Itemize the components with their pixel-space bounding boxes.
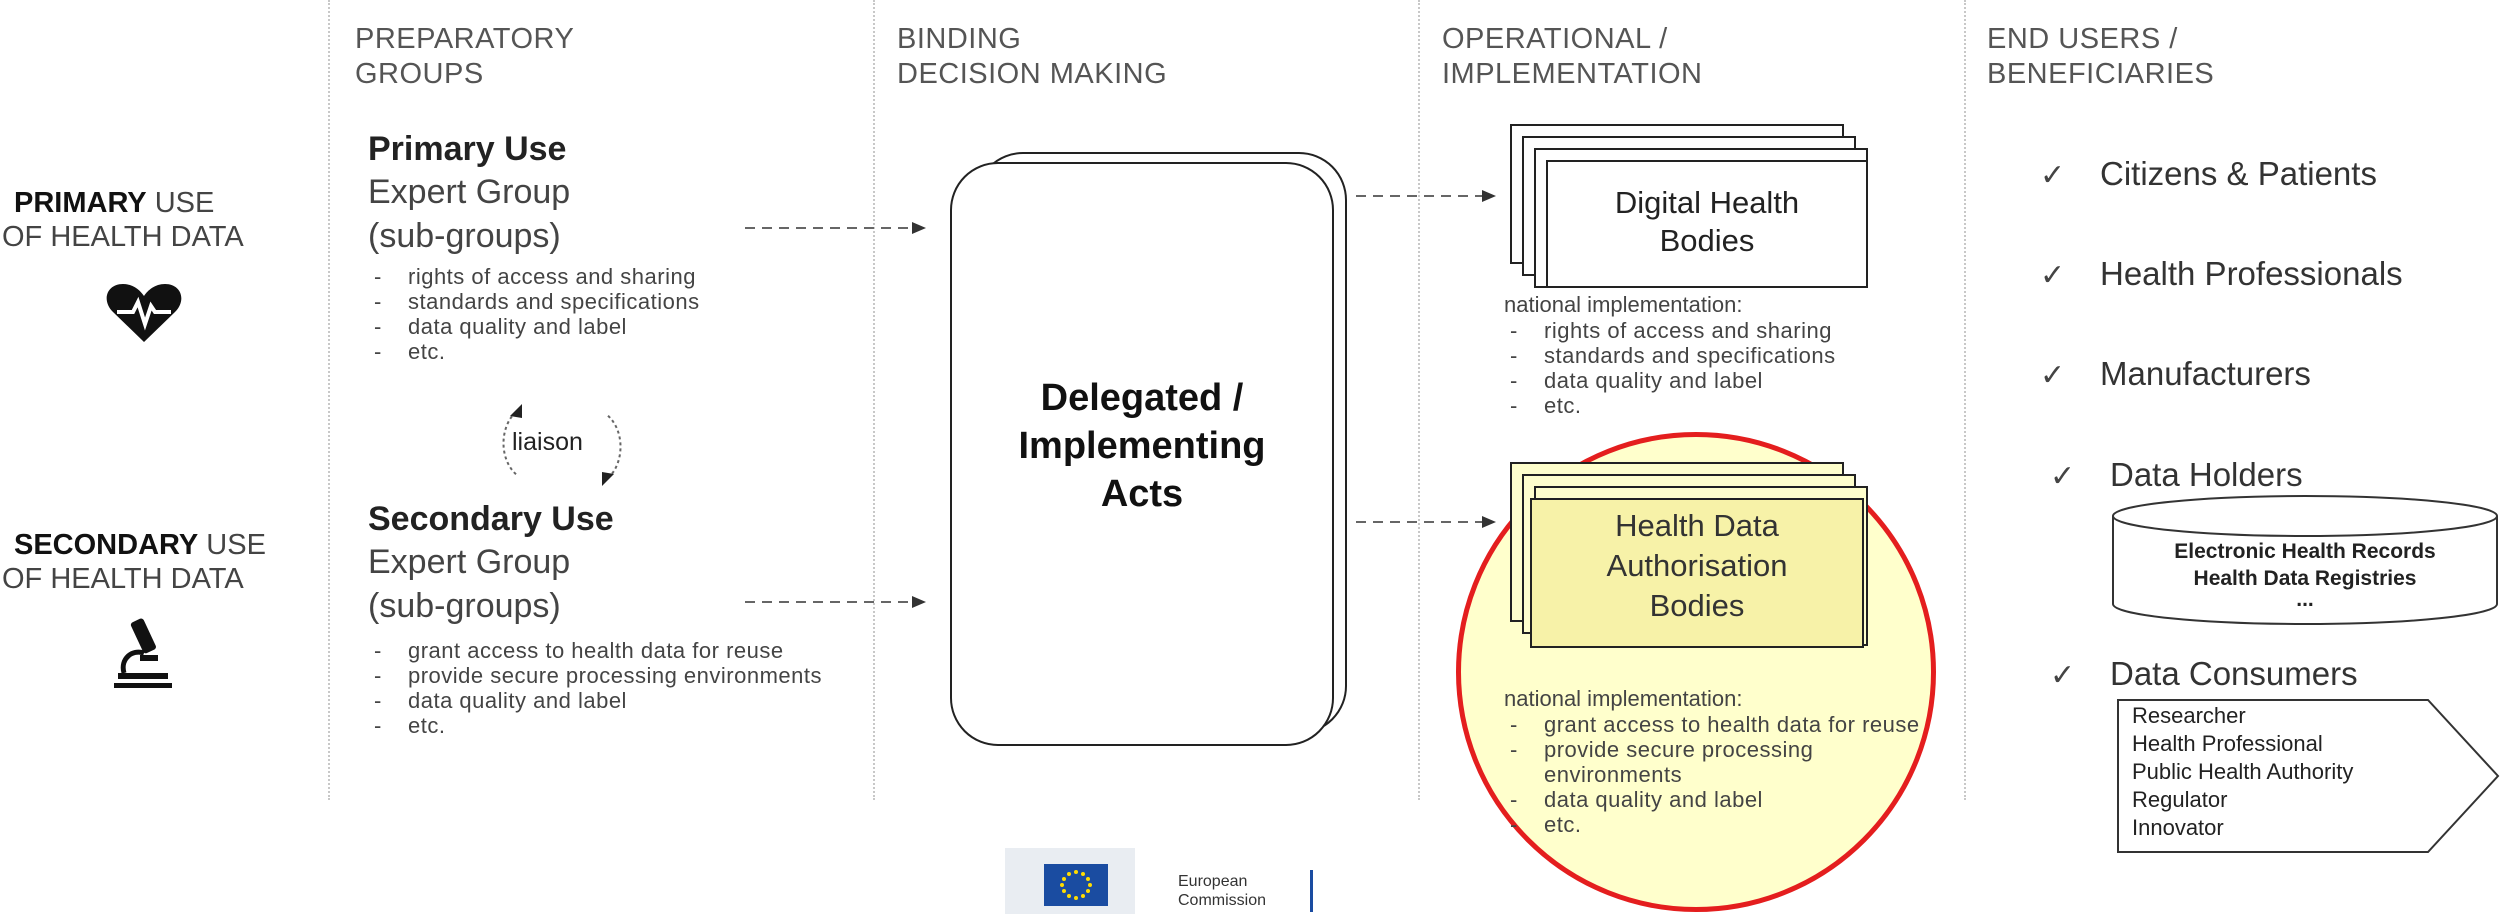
check-icon: ✓ bbox=[2050, 460, 2076, 493]
primary-group-subtitle: Expert Group bbox=[368, 173, 571, 211]
list-item: Innovator bbox=[2132, 815, 2224, 840]
column-divider bbox=[328, 0, 330, 800]
primary-use-group: Primary Use Expert Group (sub-groups) ri… bbox=[368, 128, 848, 364]
list-item: rights of access and sharing bbox=[368, 264, 848, 289]
list-item: rights of access and sharing bbox=[1504, 318, 1944, 343]
column-header-end-users: END USERS /BENEFICIARIES bbox=[1987, 23, 2215, 90]
list-item: data quality and label bbox=[368, 314, 848, 339]
beneficiary-citizens: ✓Citizens & Patients bbox=[2040, 155, 2377, 192]
secondary-use-group: Secondary Use Expert Group (sub-groups) … bbox=[368, 498, 848, 738]
check-icon: ✓ bbox=[2040, 359, 2066, 392]
data-holders-cylinder bbox=[2112, 495, 2498, 625]
list-item: provide secure processing environments bbox=[1504, 737, 1920, 787]
beneficiary-health-professionals: ✓Health Professionals bbox=[2040, 255, 2403, 292]
list-item: Regulator bbox=[2132, 787, 2228, 812]
beneficiary-manufacturers: ✓Manufacturers bbox=[2040, 355, 2311, 392]
check-icon: ✓ bbox=[2050, 659, 2076, 692]
list-item: etc. bbox=[1504, 393, 1944, 418]
secondary-group-list: grant access to health data for reuse pr… bbox=[368, 638, 838, 738]
list-item: Public Health Authority bbox=[2132, 759, 2354, 784]
list-item: standards and specifications bbox=[1504, 343, 1944, 368]
list-item: Health Professional bbox=[2132, 731, 2323, 756]
column-divider bbox=[873, 0, 875, 800]
column-divider bbox=[1964, 0, 1966, 800]
eu-flag-icon bbox=[1044, 864, 1108, 906]
heartbeat-icon bbox=[106, 284, 182, 342]
primary-use-label: PRIMARY USE OF HEALTH DATA bbox=[2, 187, 244, 253]
column-header-operational: OPERATIONAL /IMPLEMENTATION bbox=[1442, 23, 1703, 90]
beneficiary-data-consumers: ✓Data Consumers bbox=[2050, 655, 2358, 692]
secondary-group-subgroups: (sub-groups) bbox=[368, 587, 561, 625]
secondary-group-subtitle: Expert Group bbox=[368, 543, 571, 581]
liaison-label: liaison bbox=[512, 428, 583, 456]
primary-group-list: rights of access and sharing standards a… bbox=[368, 264, 848, 364]
list-item: data quality and label bbox=[368, 688, 838, 713]
check-icon: ✓ bbox=[2040, 159, 2066, 192]
list-item: standards and specifications bbox=[368, 289, 848, 314]
liaison-cycle-arrows bbox=[502, 404, 622, 486]
health-data-authorisation-bodies-card: Health Data Authorisation Bodies bbox=[1530, 498, 1864, 648]
check-icon: ✓ bbox=[2040, 259, 2066, 292]
column-divider bbox=[1418, 0, 1420, 800]
digital-bodies-implementation: national implementation: rights of acces… bbox=[1504, 292, 1944, 418]
european-commission-logo-text: European Commission bbox=[1178, 873, 1267, 909]
list-item: data quality and label bbox=[1504, 787, 1920, 812]
list-item: data quality and label bbox=[1504, 368, 1944, 393]
list-item: grant access to health data for reuse bbox=[368, 638, 838, 663]
list-item: Researcher bbox=[2132, 703, 2246, 728]
primary-group-title: Primary Use bbox=[368, 130, 567, 168]
digital-health-bodies-card: Digital Health Bodies bbox=[1546, 160, 1868, 288]
secondary-use-label: SECONDARY USE OF HEALTH DATA bbox=[2, 529, 266, 595]
hda-bodies-implementation: national implementation: grant access to… bbox=[1504, 686, 1924, 837]
secondary-group-title: Secondary Use bbox=[368, 500, 614, 538]
logo-divider bbox=[1310, 870, 1313, 912]
list-item: grant access to health data for reuse bbox=[1504, 712, 1920, 737]
list-item: provide secure processing environments bbox=[368, 663, 838, 688]
data-consumers-list: Researcher Health Professional Public He… bbox=[2132, 702, 2353, 842]
list-item: etc. bbox=[1504, 812, 1920, 837]
microscope-icon bbox=[114, 618, 172, 688]
data-consumers-chevron bbox=[2117, 699, 2500, 853]
list-item: etc. bbox=[368, 339, 848, 364]
primary-group-subgroups: (sub-groups) bbox=[368, 217, 561, 255]
delegated-implementing-acts-box: Delegated / Implementing Acts bbox=[950, 162, 1334, 746]
list-item: etc. bbox=[368, 713, 838, 738]
data-holders-list: Electronic Health Records Health Data Re… bbox=[2174, 540, 2436, 611]
beneficiary-data-holders: ✓Data Holders bbox=[2050, 456, 2303, 493]
